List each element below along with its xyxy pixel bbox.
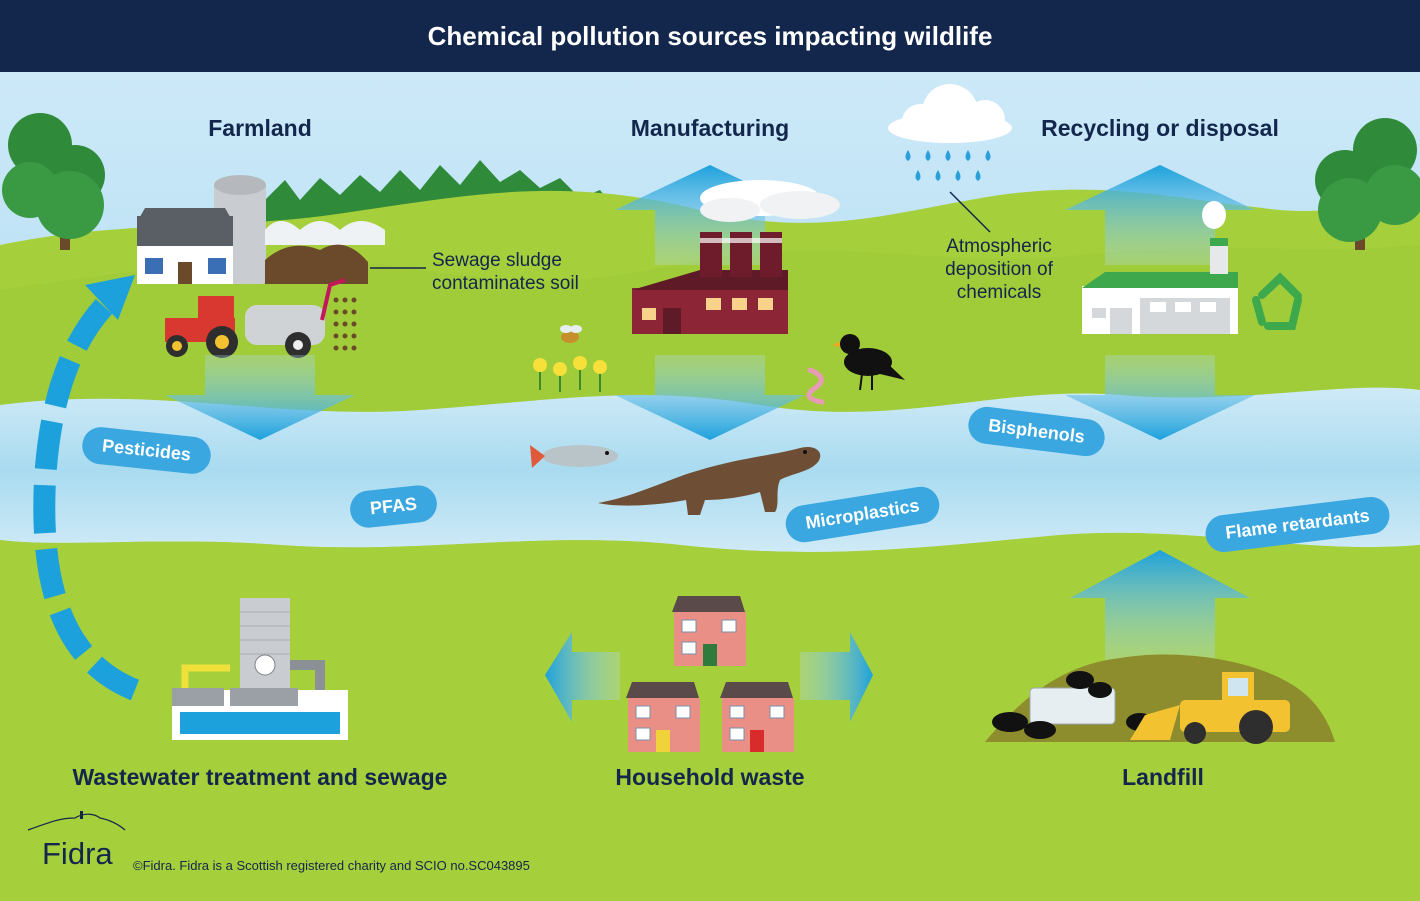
blackbird [832, 334, 905, 391]
bee [560, 325, 582, 343]
tractor [165, 278, 346, 358]
atmospheric-note: Atmospheric deposition of chemicals [938, 235, 1060, 304]
atmo-note-line2: deposition of [945, 259, 1053, 280]
manufacturing-down-arrow [615, 355, 805, 440]
cycle-dashed-arrow [33, 292, 140, 701]
copyright-text: ©Fidra. Fidra is a Scottish registered c… [133, 858, 530, 873]
rain-cloud [888, 84, 1012, 143]
recycling-down-arrow [1065, 355, 1255, 440]
sludge-note: Sewage sludge contaminates soil [432, 249, 579, 295]
wastewater-label: Wastewater treatment and sewage [72, 764, 448, 790]
sludge-note-line1: Sewage sludge [432, 250, 562, 271]
sludge-drops [333, 297, 357, 351]
factory [632, 180, 840, 334]
recycling-label: Recycling or disposal [1041, 115, 1279, 141]
household-left-arrow [545, 632, 620, 722]
atmo-note-line1: Atmospheric [946, 236, 1052, 257]
houses [626, 596, 794, 752]
tree-right [1315, 118, 1420, 250]
bulldozer [1130, 672, 1290, 744]
cycle-arrowhead [85, 275, 135, 320]
fidra-logo-mark [27, 811, 126, 831]
fish [530, 445, 618, 468]
farm-buildings [137, 175, 385, 284]
manufacturing-label: Manufacturing [630, 115, 790, 141]
flowers [533, 356, 607, 392]
farmland-down-arrow [165, 355, 355, 440]
hill-shade [0, 245, 1420, 430]
fidra-logo-text: Fidra [42, 836, 113, 871]
farmland-label: Farmland [208, 115, 312, 141]
recycling-plant [1082, 201, 1238, 334]
household-label: Household waste [615, 764, 805, 790]
household-right-arrow [800, 632, 873, 722]
title-bar: Chemical pollution sources impacting wil… [0, 0, 1420, 72]
landfill-label: Landfill [1122, 764, 1204, 790]
landfill-up-arrow [1070, 550, 1250, 660]
otter [598, 446, 821, 515]
recycle-symbol [1252, 272, 1302, 330]
raindrops [905, 150, 991, 181]
recycling-up-arrow [1065, 165, 1255, 265]
tree-left [2, 113, 105, 250]
worm [806, 367, 825, 405]
page-title: Chemical pollution sources impacting wil… [427, 20, 993, 51]
sludge-note-line2: contaminates soil [432, 273, 579, 294]
wastewater-plant [172, 598, 348, 740]
atmo-pointer [949, 191, 991, 233]
atmo-note-line3: chemicals [956, 282, 1042, 303]
lower-land [0, 532, 1420, 901]
